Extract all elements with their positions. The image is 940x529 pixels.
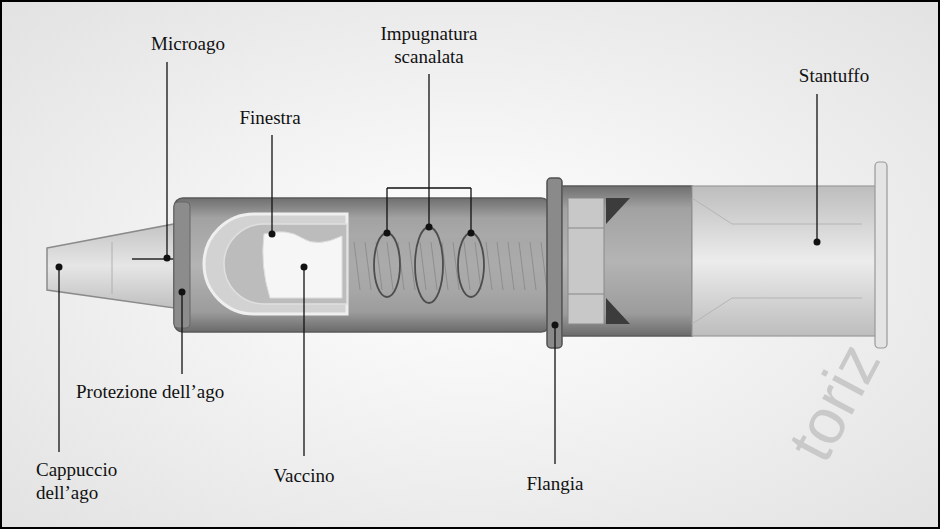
housing-collar xyxy=(568,198,604,324)
leader-line xyxy=(554,325,555,464)
spring-coil xyxy=(409,242,415,290)
grip-oval xyxy=(458,233,484,297)
spring-coil xyxy=(431,242,437,290)
part-label: Protezione dell’ago xyxy=(76,380,296,403)
leader-dot xyxy=(426,224,433,231)
leader-dot xyxy=(468,230,475,237)
cap-ridge xyxy=(112,242,113,294)
plunger xyxy=(692,186,877,336)
grip-oval xyxy=(415,227,443,303)
spring-coil xyxy=(387,242,393,290)
flange xyxy=(547,178,562,348)
spring-coil xyxy=(354,242,360,290)
leader-line xyxy=(816,94,817,242)
plunger-housing xyxy=(562,186,692,336)
spring-coil xyxy=(420,242,426,290)
leader-lines xyxy=(59,62,817,464)
window-inner xyxy=(224,224,347,304)
leader-dot xyxy=(301,264,308,271)
grip-oval xyxy=(374,233,400,297)
leader-dot xyxy=(56,264,63,271)
spring-coil xyxy=(508,242,514,290)
plunger-head xyxy=(875,162,887,348)
spring-coil xyxy=(486,242,492,290)
spring-coil xyxy=(530,242,536,290)
spring-coil xyxy=(365,242,371,290)
leader-dot xyxy=(814,239,821,246)
vaccine-liquid xyxy=(263,232,342,298)
inspection-window xyxy=(204,214,347,314)
leader-line xyxy=(166,62,167,258)
part-label: Microago xyxy=(118,32,258,55)
leader-line xyxy=(181,292,182,374)
spring-coils xyxy=(354,242,547,290)
part-label: Flangia xyxy=(495,472,615,495)
part-label: Stantuffo xyxy=(774,64,894,87)
part-label: Impugnatura scanalata xyxy=(365,22,493,68)
bracket xyxy=(387,74,471,233)
syringe-barrel xyxy=(174,198,550,332)
collar-line xyxy=(568,228,604,229)
part-label: Finestra xyxy=(210,106,330,129)
leader-line xyxy=(271,135,272,234)
leader-dots xyxy=(56,224,821,329)
spring-coil xyxy=(497,242,503,290)
housing-clip xyxy=(606,198,630,224)
spring-coil xyxy=(464,242,470,290)
part-label: Cappuccio dell’ago xyxy=(36,458,140,504)
housing-clip xyxy=(606,298,630,324)
needle-cap xyxy=(47,224,174,308)
leader-dot xyxy=(552,322,559,329)
collar-line xyxy=(568,294,604,295)
leader-line xyxy=(303,267,304,456)
leader-dot xyxy=(384,230,391,237)
plunger-edge xyxy=(692,198,862,324)
spring-coil xyxy=(475,242,481,290)
leader-dot xyxy=(179,289,186,296)
spring-coil xyxy=(541,242,547,290)
leader-dot xyxy=(164,255,171,262)
part-label: Vaccino xyxy=(244,464,364,487)
spring-coil xyxy=(519,242,525,290)
leader-dot xyxy=(269,231,276,238)
leader-line xyxy=(58,267,59,452)
